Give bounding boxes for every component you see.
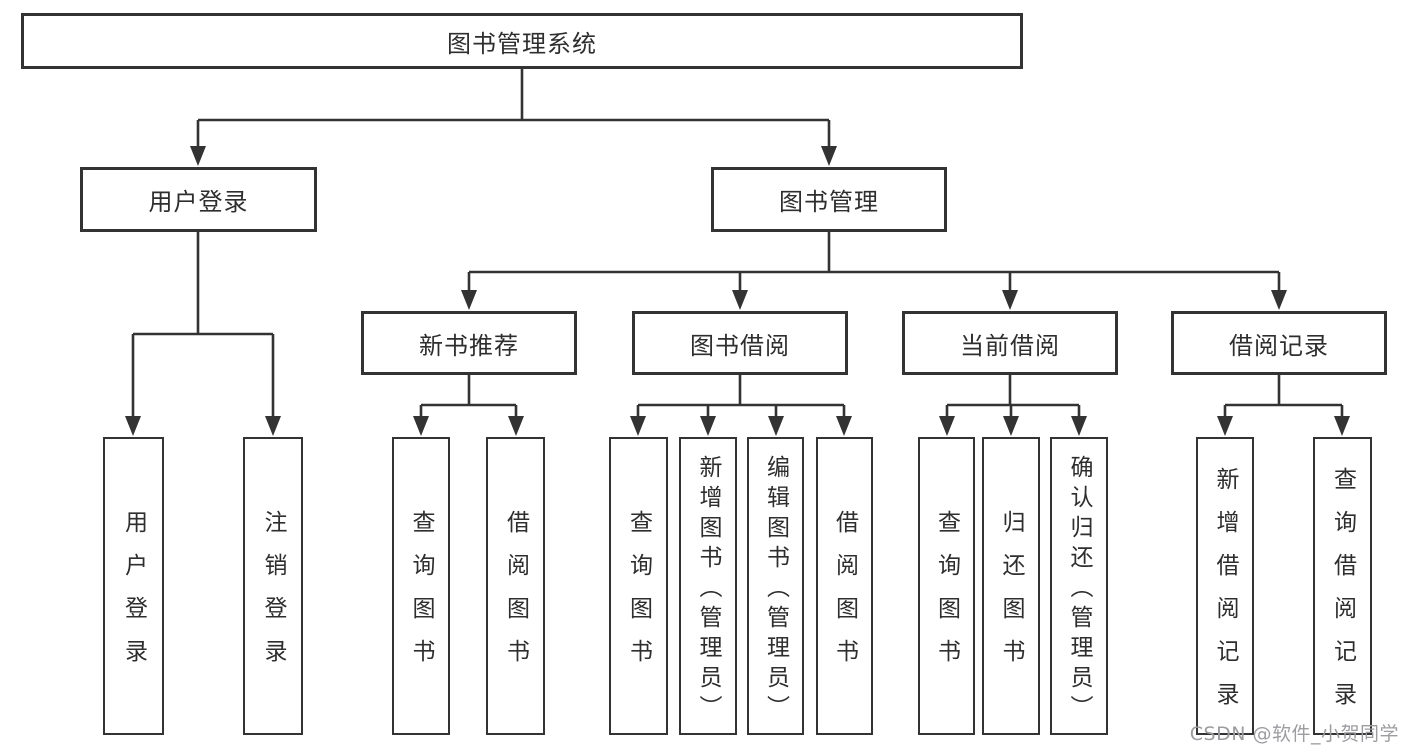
leaf-logout: 注销登录 <box>243 437 303 735</box>
leaf-query-books-current: 查询图书 <box>918 437 975 735</box>
arrowhead <box>1334 416 1350 436</box>
arrowhead <box>630 416 646 436</box>
arrowhead <box>461 290 477 310</box>
leaf-label: 借阅图书 <box>831 510 858 682</box>
node-user-login: 用户登录 <box>80 167 317 232</box>
arrowhead <box>125 416 141 436</box>
leaf-label: 查询图书 <box>625 510 652 682</box>
leaf-query-borrow-record: 查询借阅记录 <box>1313 437 1372 735</box>
leaf-label: 查询图书 <box>933 510 960 682</box>
leaf-borrow-books-recommend: 借阅图书 <box>486 437 545 735</box>
arrowhead <box>265 416 281 436</box>
arrowhead <box>1002 290 1018 310</box>
leaf-label: 新增图书（管理员） <box>695 454 721 725</box>
node-book-management: 图书管理 <box>711 167 947 232</box>
node-borrow-records: 借阅记录 <box>1171 311 1387 375</box>
connector-new-book-recommend-split <box>413 375 524 436</box>
leaf-return-books: 归还图书 <box>982 437 1040 735</box>
arrowhead <box>732 290 748 310</box>
leaf-label: 查询图书 <box>408 510 434 682</box>
connector-book-borrowing-split <box>630 375 852 436</box>
connector-current-borrowing-split <box>939 375 1087 436</box>
leaf-label: 编辑图书（管理员） <box>762 454 789 725</box>
arrowhead <box>1071 416 1087 436</box>
leaf-edit-books-admin: 编辑图书（管理员） <box>747 437 804 735</box>
arrowhead <box>1003 416 1019 436</box>
arrowhead <box>821 146 837 166</box>
arrowhead <box>413 416 429 436</box>
leaf-add-books-admin: 新增图书（管理员） <box>679 437 737 735</box>
leaf-label: 借阅图书 <box>502 510 529 682</box>
leaf-query-books-borrowing: 查询图书 <box>609 437 668 735</box>
arrowhead <box>508 416 524 436</box>
connector-book-management-split <box>461 232 1287 310</box>
node-root-system: 图书管理系统 <box>21 13 1023 69</box>
leaf-query-books-recommend: 查询图书 <box>392 437 450 735</box>
node-new-book-recommend: 新书推荐 <box>361 311 577 375</box>
node-book-borrowing: 图书借阅 <box>632 311 848 375</box>
leaf-user-login: 用户登录 <box>103 437 164 735</box>
leaf-borrow-books: 借阅图书 <box>816 437 873 735</box>
csdn-watermark: CSDN @软件_小贺同学 <box>1189 723 1399 745</box>
leaf-confirm-return-admin: 确认归还（管理员） <box>1050 437 1108 735</box>
arrowhead <box>1217 416 1233 436</box>
leaf-label: 归还图书 <box>998 510 1024 682</box>
connector-user-login-split <box>125 232 281 436</box>
leaf-label: 确认归还（管理员） <box>1066 454 1092 725</box>
leaf-add-borrow-record: 新增借阅记录 <box>1196 437 1254 735</box>
connector-borrow-records-split <box>1217 375 1350 436</box>
arrowhead <box>836 416 852 436</box>
arrowhead <box>190 146 206 166</box>
arrowhead <box>939 416 955 436</box>
arrowhead <box>700 416 716 436</box>
arrowhead <box>768 416 784 436</box>
connector-root-split <box>190 69 837 166</box>
leaf-label: 新增借阅记录 <box>1212 467 1238 725</box>
leaf-label: 用户登录 <box>120 510 147 682</box>
node-current-borrowing: 当前借阅 <box>902 311 1118 375</box>
leaf-label: 注销登录 <box>260 510 286 682</box>
leaf-label: 查询借阅记录 <box>1329 467 1356 725</box>
arrowhead <box>1271 290 1287 310</box>
